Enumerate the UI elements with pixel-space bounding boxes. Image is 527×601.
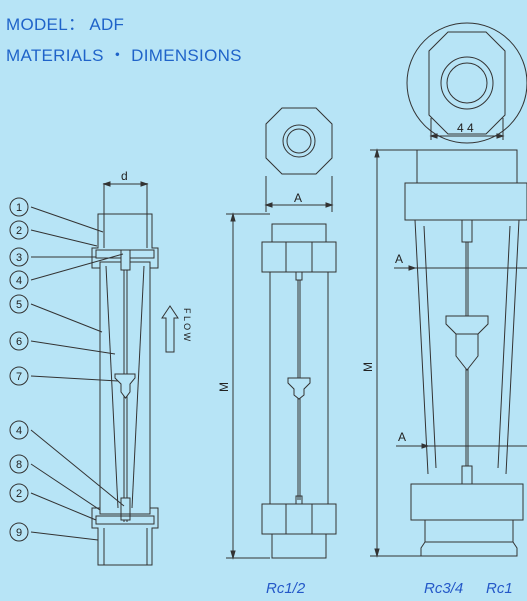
dimension-a-label: A bbox=[395, 252, 403, 266]
part-number: 3 bbox=[16, 252, 22, 264]
part-balloon bbox=[9, 294, 29, 314]
part-balloon bbox=[9, 247, 29, 267]
part-number: 1 bbox=[16, 202, 22, 214]
part-balloon bbox=[9, 220, 29, 240]
part-balloon bbox=[9, 197, 29, 217]
part-balloon bbox=[9, 454, 29, 474]
part-balloon bbox=[9, 483, 29, 503]
dimension-m-label: M bbox=[217, 382, 231, 392]
part-balloon bbox=[9, 366, 29, 386]
flow-arrow-icon bbox=[161, 305, 179, 353]
caption-rc3-4: Rc3/4 bbox=[424, 580, 464, 597]
part-balloon bbox=[9, 331, 29, 351]
part-number: 2 bbox=[16, 488, 22, 500]
part-number: 4 bbox=[16, 425, 22, 437]
dimension-a-label: A bbox=[398, 430, 406, 444]
part-balloon bbox=[9, 522, 29, 542]
part-number: 9 bbox=[16, 527, 22, 539]
part-number: 7 bbox=[16, 371, 22, 383]
flow-label: F L O W bbox=[182, 308, 192, 342]
part-number: 2 bbox=[16, 225, 22, 237]
dimension-44-label: 4 4 bbox=[457, 121, 474, 135]
caption-rc1-2: Rc1/2 bbox=[266, 580, 306, 597]
part-balloon bbox=[9, 420, 29, 440]
caption-rc1: Rc1 bbox=[486, 580, 513, 597]
part-number: 8 bbox=[16, 459, 22, 471]
materials-dimensions-title: MATERIALS ・ DIMENSIONS bbox=[6, 46, 242, 65]
part-balloon bbox=[9, 270, 29, 290]
part-number: 6 bbox=[16, 336, 22, 348]
view-rc1-2 bbox=[226, 107, 337, 560]
dimension-a-label: A bbox=[294, 191, 302, 205]
dimension-m-label: M bbox=[361, 362, 375, 372]
sectional-view bbox=[9, 181, 179, 566]
model-title: MODEL： ADF bbox=[6, 15, 125, 34]
part-number: 4 bbox=[16, 275, 22, 287]
view-rc3-4-rc1 bbox=[370, 22, 527, 558]
part-number: 5 bbox=[16, 299, 22, 311]
dimension-d-label: d bbox=[121, 169, 128, 183]
